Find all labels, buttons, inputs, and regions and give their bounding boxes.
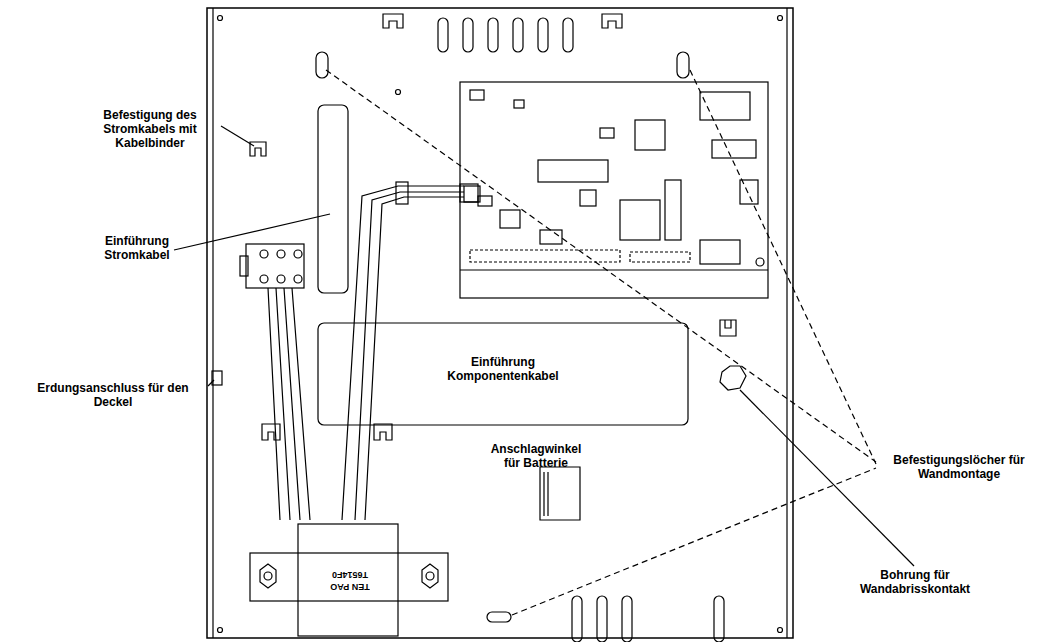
callout-label: Anschlagwinkel für Batterie [486, 442, 586, 470]
callout-label: Befestigung des Stromkabels mit Kabelbin… [80, 108, 220, 150]
cable-entry-slot: Einführung Komponentenkabel [320, 325, 686, 423]
callout-label: Einführung Stromkabel [100, 234, 174, 262]
slot-label: Einführung Komponentenkabel [443, 355, 563, 383]
callout-label: Erdungsanschluss für den Deckel [18, 381, 208, 409]
callout-label: Befestigungslöcher für Wandmontage [878, 453, 1040, 481]
callout-label: Bohrung für Wandabrisskontakt [850, 568, 980, 596]
transformer-marking: TEN PAO [310, 582, 390, 592]
transformer-marking: T6514F0 [310, 570, 390, 580]
